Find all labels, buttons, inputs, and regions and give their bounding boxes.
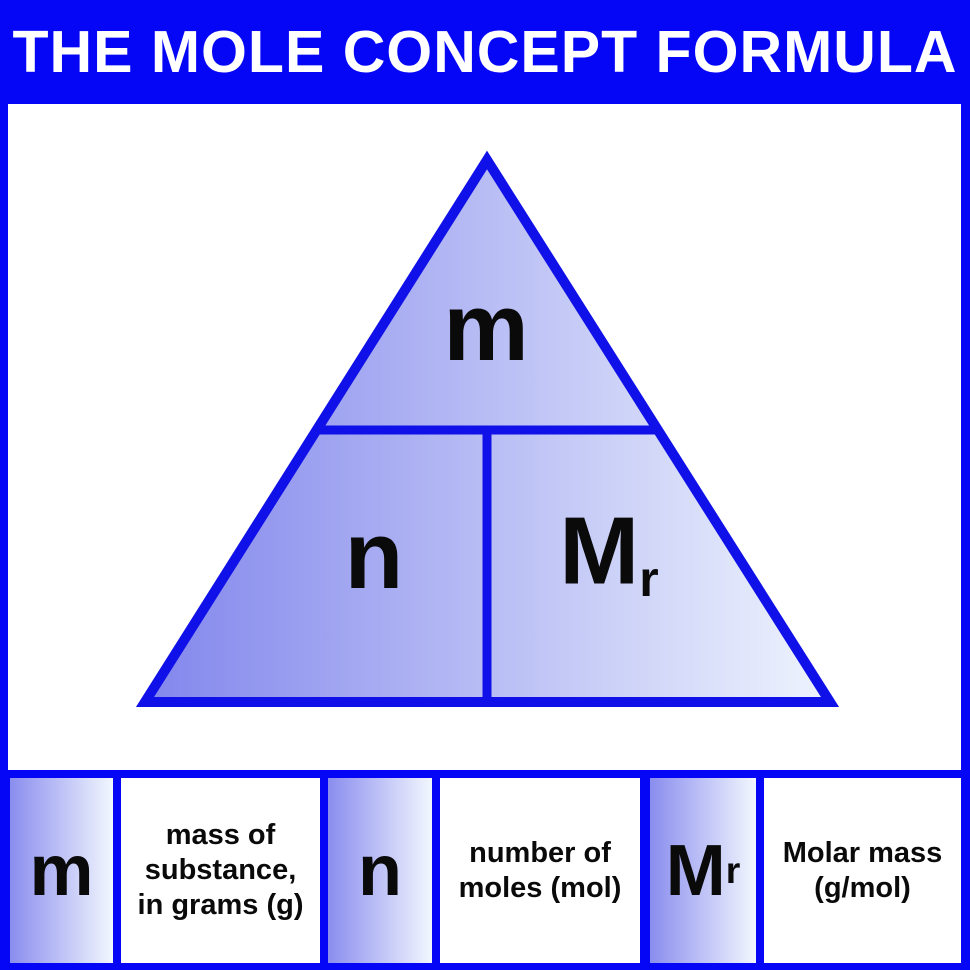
legend-desc-mass-line3: in grams (g) (137, 889, 304, 921)
legend-desc-mass: mass of substance, in grams (g) (121, 778, 320, 963)
legend-symbol-molar-mass-label: M (665, 830, 726, 911)
legend-desc-moles-line2: moles (mol) (458, 871, 622, 904)
header-bar: THE MOLE CONCEPT FORMULA (0, 0, 970, 104)
molar-mass-subscript: r (639, 550, 659, 607)
legend-desc-mass-line2: substance, (144, 854, 297, 886)
legend-symbol-moles: n (328, 778, 432, 963)
page-title: THE MOLE CONCEPT FORMULA (12, 19, 958, 85)
triangle-section-mass: m (443, 274, 529, 381)
legend-desc-molar-mass-line2: (g/mol) (814, 871, 911, 904)
triangle-section-moles: n (344, 502, 404, 609)
legend-desc-moles-line1: number of (469, 836, 611, 869)
triangle-panel: m n Mr (8, 104, 961, 770)
triangle-section-molar-mass: Mr (559, 503, 658, 604)
legend-symbol-mass-label: m (29, 830, 94, 911)
molar-mass-symbol: M (559, 497, 640, 605)
legend-symbol-moles-label: n (358, 830, 402, 911)
legend-symbol-molar-mass-subscript: r (725, 848, 741, 891)
legend-desc-mass-line1: mass of (165, 819, 276, 851)
mole-formula-triangle (135, 150, 840, 707)
legend-desc-moles: number of moles (mol) (440, 778, 640, 963)
legend-desc-molar-mass: Molar mass (g/mol) (764, 778, 961, 963)
legend-desc-molar-mass-line1: Molar mass (782, 836, 943, 869)
legend-symbol-mass: m (10, 778, 113, 963)
